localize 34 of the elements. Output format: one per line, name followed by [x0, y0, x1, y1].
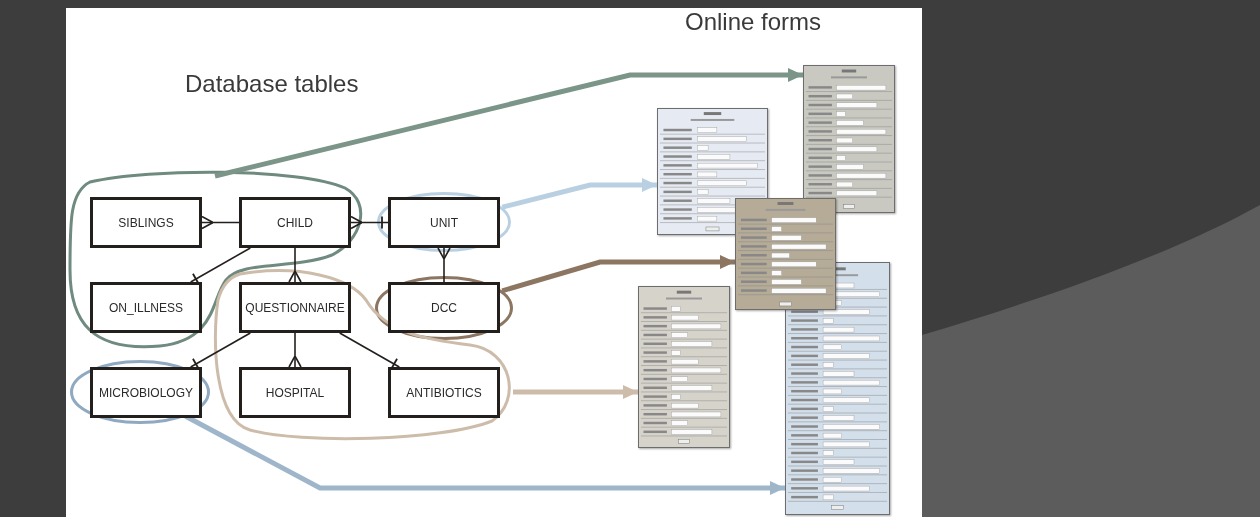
- relationship-line: [288, 247, 302, 283]
- heading: Database tables: [185, 70, 359, 98]
- entity-name: HOSPITAL: [265, 385, 325, 400]
- entity-name: QUESTIONNAIRE: [245, 300, 345, 315]
- form-screenshot: [657, 108, 768, 235]
- entity-box: [239, 367, 351, 418]
- arrow: [501, 255, 735, 294]
- entity-box: [90, 282, 202, 333]
- entity-box: [388, 367, 500, 418]
- entity-box: [239, 282, 351, 333]
- entity-name: UNIT: [430, 215, 458, 230]
- entity-name: CHILD: [277, 215, 313, 230]
- entity-name: SIBLINGS: [118, 215, 174, 230]
- form-screenshot: [735, 198, 836, 310]
- entity-box: [388, 282, 500, 333]
- entity-name: DCC: [431, 300, 457, 315]
- entity-box: [388, 197, 500, 248]
- relationship-line: [350, 215, 389, 230]
- form-screenshot: [785, 262, 890, 515]
- form-screenshot: [803, 65, 895, 213]
- entity-name: ANTIBIOTICS: [406, 385, 482, 400]
- entity-box: [90, 197, 202, 248]
- relationship-line: [288, 332, 302, 368]
- heading: Online forms: [685, 8, 822, 36]
- relationship-line: [201, 215, 240, 230]
- entity-name: ON_ILLNESS: [108, 300, 183, 315]
- arrow: [501, 178, 657, 210]
- relationship-line: [437, 247, 451, 283]
- entity-name: MICROBIOLOGY: [99, 385, 193, 400]
- arrow: [214, 68, 803, 179]
- entity-box: [90, 367, 202, 418]
- arrow: [513, 385, 638, 399]
- form-screenshot: [638, 286, 730, 448]
- entity-box: [239, 197, 351, 248]
